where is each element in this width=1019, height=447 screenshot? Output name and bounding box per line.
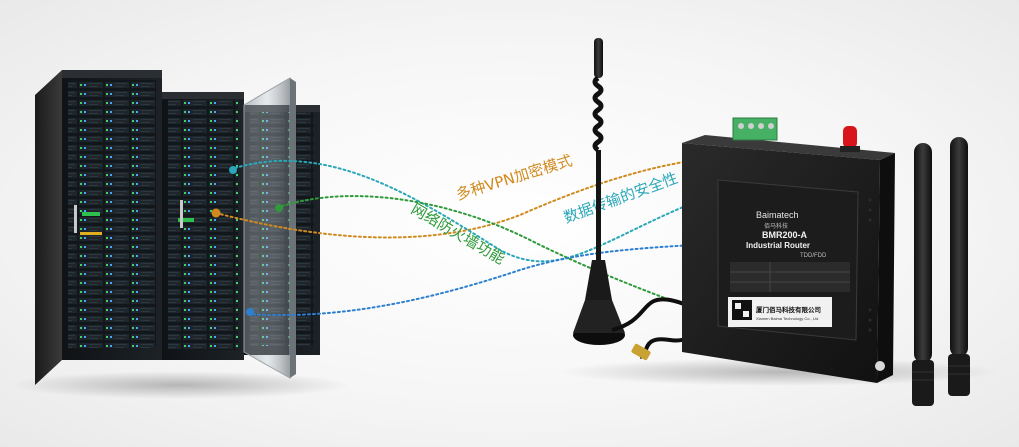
suction-antenna [573,38,703,361]
router-company-cn: 厦门佰马科技有限公司 [756,305,821,314]
firewall-label: 网络防火墙功能 [408,200,508,268]
node-dot-blue [229,166,237,174]
server-rack [35,70,320,385]
node-dot-orange [211,208,221,218]
router-company-en: Xiamen Baima Technology Co., Ltd [756,316,818,321]
rubber-antennas [912,137,970,406]
vpn-label: 多种VPN加密模式 [454,151,575,203]
firewall-curve [276,195,749,328]
router-model: BMR200-A [762,230,808,240]
router-brand: Baimatech [756,210,799,220]
node-dot-green [275,204,283,212]
router-type: Industrial Router [746,241,810,250]
industrial-router: Baimatech 佰马科技 BMR200-A Industrial Route… [682,117,895,383]
node-dot-lightblue [246,308,254,316]
router-mode: TDD/FDD [800,253,827,259]
router-brand-cn: 佰马科技 [764,222,788,230]
